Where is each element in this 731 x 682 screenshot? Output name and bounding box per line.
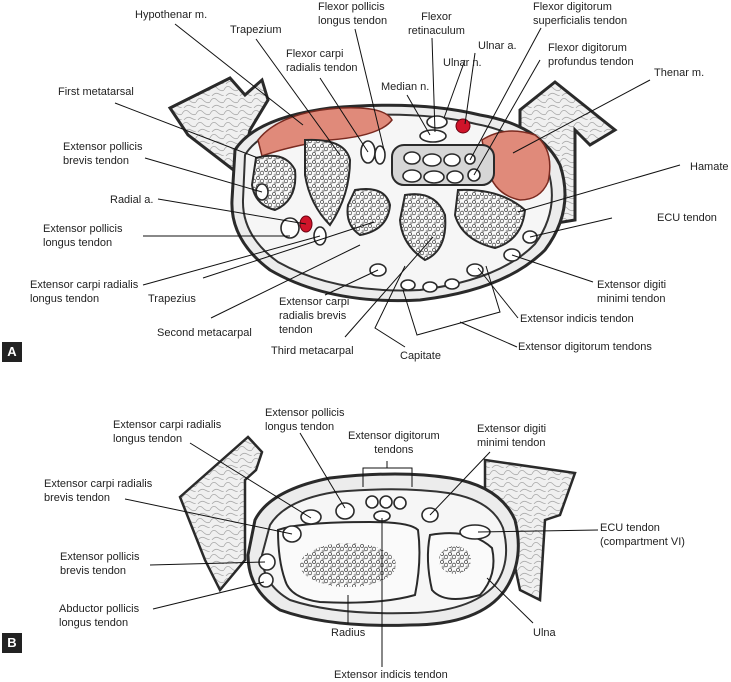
label-extensor-carpi-radialis-longus-tendon-a: Extensor carpi radialis longus tendon bbox=[30, 279, 139, 305]
label-extensor-carpi-radialis-brevis-tendon-a: Extensor carpi radialis brevis tendon bbox=[279, 296, 350, 336]
label-extensor-pollicis-longus-tendon-b: Extensor pollicis longus tendon bbox=[265, 407, 345, 433]
capitate-bone bbox=[398, 193, 447, 262]
label-flexor-retinaculum: Flexor retinaculum bbox=[408, 11, 465, 37]
label-ulnar-a: Ulnar a. bbox=[478, 40, 517, 52]
label-ulna: Ulna bbox=[533, 627, 556, 639]
label-abductor-pollicis-longus-tendon: Abductor pollicis longus tendon bbox=[59, 603, 140, 629]
label-extensor-digitorum-tendons-a: Extensor digitorum tendons bbox=[518, 341, 652, 353]
label-extensor-indicis-tendon-b: Extensor indicis tendon bbox=[334, 669, 448, 681]
thenar-muscle bbox=[481, 130, 551, 201]
label-extensor-pollicis-brevis-tendon-a: Extensor pollicis brevis tendon bbox=[63, 141, 143, 167]
label-flexor-digitorum-superficialis-tendon: Flexor digitorum superficialis tendon bbox=[533, 1, 628, 27]
hypothenar-muscle bbox=[257, 107, 393, 157]
label-hamate: Hamate bbox=[690, 161, 729, 173]
label-radius: Radius bbox=[331, 627, 366, 639]
hamate-bone bbox=[453, 188, 527, 250]
trapezium-bone bbox=[304, 138, 352, 227]
label-extensor-digitorum-tendons-b: Extensor digitorum tendons bbox=[348, 430, 440, 456]
label-ulnar-n: Ulnar n. bbox=[443, 57, 482, 69]
label-thenar-m: Thenar m. bbox=[654, 67, 705, 79]
label-extensor-digiti-minimi-tendon-b: Extensor digiti minimi tendon bbox=[477, 423, 547, 449]
label-trapezium: Trapezium bbox=[230, 24, 282, 36]
label-trapezius: Trapezius bbox=[148, 293, 196, 305]
ulnar-artery bbox=[455, 118, 471, 134]
label-extensor-digiti-minimi-tendon-a: Extensor digiti minimi tendon bbox=[597, 279, 667, 305]
panel-b-drawing bbox=[178, 435, 577, 627]
label-extensor-carpi-radialis-longus-tendon-b: Extensor carpi radialis longus tendon bbox=[113, 419, 222, 445]
panel-a-leader-lines bbox=[114, 23, 681, 348]
trapezius-bone bbox=[346, 188, 392, 237]
label-flexor-digitorum-profundus-tendon: Flexor digitorum profundus tendon bbox=[548, 42, 634, 68]
label-first-metatarsal: First metatarsal bbox=[58, 86, 134, 98]
label-extensor-pollicis-brevis-tendon-b: Extensor pollicis brevis tendon bbox=[60, 551, 140, 577]
label-capitate: Capitate bbox=[400, 350, 441, 362]
label-third-metacarpal: Third metacarpal bbox=[271, 345, 354, 357]
label-ecu-tendon-a: ECU tendon bbox=[657, 212, 717, 224]
panel-a-drawing bbox=[167, 76, 618, 303]
label-flexor-pollicis-longus-tendon: Flexor pollicis longus tendon bbox=[318, 1, 388, 27]
label-median-n: Median n. bbox=[381, 81, 430, 93]
label-flexor-carpi-radialis-tendon: Flexor carpi radialis tendon bbox=[286, 48, 358, 74]
label-radial-a: Radial a. bbox=[110, 194, 154, 206]
label-extensor-indicis-tendon-a: Extensor indicis tendon bbox=[520, 313, 634, 325]
label-ecu-tendon-compartment-vi: ECU tendon (compartment VI) bbox=[600, 522, 685, 548]
panel-a-badge: A bbox=[2, 342, 22, 362]
panel-b-leader-lines bbox=[124, 432, 599, 667]
panel-b-badge: B bbox=[2, 633, 22, 653]
label-extensor-carpi-radialis-brevis-tendon-b: Extensor carpi radialis brevis tendon bbox=[44, 478, 153, 504]
label-extensor-pollicis-longus-tendon-a: Extensor pollicis longus tendon bbox=[43, 223, 123, 249]
label-second-metacarpal: Second metacarpal bbox=[157, 327, 252, 339]
label-hypothenar-m: Hypothenar m. bbox=[135, 9, 208, 21]
